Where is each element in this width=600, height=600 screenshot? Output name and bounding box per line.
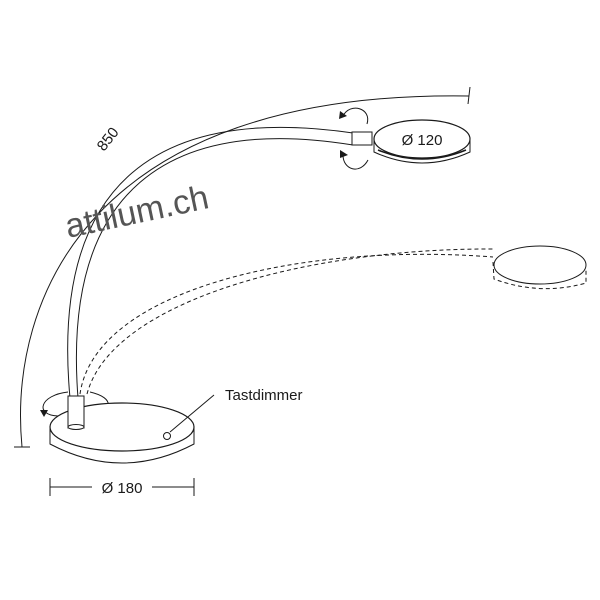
base-rotate-arrowhead-left — [40, 410, 48, 417]
lamp-base-top — [49, 402, 195, 452]
base-diameter-dimension — [49, 478, 195, 496]
head-connector — [351, 131, 373, 146]
head-rotate-arrowhead-bottom — [340, 150, 348, 158]
lamp-head-top — [373, 119, 471, 159]
head-rotate-arc-bottom — [342, 154, 369, 170]
lamp-head-lens — [377, 149, 467, 160]
arm-line-outer — [67, 126, 354, 399]
head-rotation-arrowheads — [339, 111, 348, 158]
dashed-alternate-position — [79, 248, 587, 395]
height-label: 850 — [94, 124, 123, 154]
base-rotate-arc-left — [42, 391, 69, 417]
dashed-head-rim — [492, 261, 587, 290]
lamp-head — [373, 119, 471, 164]
dashed-arm-lower — [79, 253, 494, 395]
head-rotate-arc-top — [342, 107, 369, 125]
watermark-text: attilum.ch — [62, 178, 212, 245]
base-diameter-label: Ø 180 — [102, 480, 143, 497]
height-dimension-tick-top — [467, 86, 471, 105]
dashed-arm-upper — [86, 248, 495, 395]
gooseneck-arm — [67, 126, 354, 399]
dimmer-leader-line — [169, 394, 215, 433]
lamp-base — [49, 395, 195, 464]
head-rotation-arrows — [342, 107, 369, 170]
dashed-head-top — [493, 245, 587, 285]
head-rotate-arrowhead-top — [339, 111, 347, 119]
arm-collar — [67, 395, 85, 429]
arm-collar-bottom — [67, 424, 85, 430]
dimmer-label: Tastdimmer — [225, 387, 303, 404]
head-diameter-label: Ø 120 — [402, 132, 443, 149]
touch-dimmer-button — [163, 432, 171, 440]
arm-line-inner — [76, 138, 354, 399]
